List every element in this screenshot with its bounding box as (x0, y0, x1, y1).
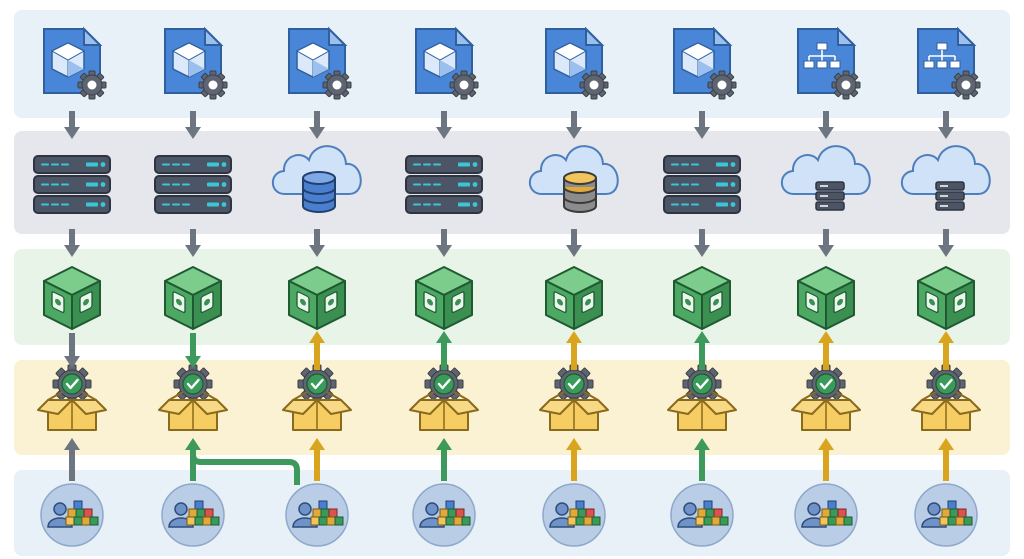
arrow-docs-to-infra (64, 111, 80, 139)
band-containers (14, 249, 1010, 345)
arrow-docs-to-infra (185, 111, 201, 139)
arrow-people-to-package (185, 438, 201, 481)
arrow-people-to-package (309, 438, 325, 481)
arrow-infra-to-cube (436, 229, 452, 257)
arrow-people-to-package (436, 438, 452, 481)
server-rack-icon (154, 155, 232, 214)
green-cube-icon (415, 266, 473, 330)
band-teams (14, 470, 1010, 556)
user-with-blocks-icon (161, 483, 225, 547)
arrow-people-to-package (818, 438, 834, 481)
arrow-package-to-cube (694, 331, 710, 370)
arrow-package-to-cube (938, 331, 954, 370)
green-cube-icon (917, 266, 975, 330)
arrow-package-to-cube (566, 331, 582, 370)
arrow-infra-to-cube (818, 229, 834, 257)
band-infrastructure (14, 131, 1010, 234)
arrow-docs-to-infra (694, 111, 710, 139)
arrow-docs-to-infra (938, 111, 954, 139)
user-with-blocks-icon (914, 483, 978, 547)
server-rack-icon (33, 155, 111, 214)
green-cube-icon (43, 266, 101, 330)
user-with-blocks-icon (670, 483, 734, 547)
arrow-people-to-package (566, 438, 582, 481)
server-rack-icon (663, 155, 741, 214)
user-with-blocks-icon (40, 483, 104, 547)
user-with-blocks-icon (794, 483, 858, 547)
user-with-blocks-icon (412, 483, 476, 547)
arrow-cube-to-package (185, 333, 201, 368)
arrow-infra-to-cube (694, 229, 710, 257)
arrow-package-to-cube (436, 331, 452, 370)
green-cube-icon (673, 266, 731, 330)
arrow-infra-to-cube (185, 229, 201, 257)
arrow-package-to-cube (309, 331, 325, 370)
arrow-docs-to-infra (566, 111, 582, 139)
band-layer (14, 10, 1010, 556)
arrow-infra-to-cube (309, 229, 325, 257)
arrow-people-to-package (694, 438, 710, 481)
user-with-blocks-icon (285, 483, 349, 547)
arrow-infra-to-cube (938, 229, 954, 257)
arrow-people-to-package (938, 438, 954, 481)
arrow-people-to-package (64, 438, 80, 481)
arrow-package-to-cube (818, 331, 834, 370)
green-cube-icon (545, 266, 603, 330)
band-packages (14, 360, 1010, 455)
user-with-blocks-icon (542, 483, 606, 547)
green-cube-icon (164, 266, 222, 330)
arrow-docs-to-infra (309, 111, 325, 139)
green-cube-icon (797, 266, 855, 330)
server-rack-icon (405, 155, 483, 214)
arrow-docs-to-infra (436, 111, 452, 139)
band-documents (14, 10, 1010, 118)
arrow-docs-to-infra (818, 111, 834, 139)
green-cube-icon (288, 266, 346, 330)
arrow-cube-to-package (64, 333, 80, 368)
arrow-infra-to-cube (566, 229, 582, 257)
arrow-layer (64, 111, 954, 481)
arrow-infra-to-cube (64, 229, 80, 257)
